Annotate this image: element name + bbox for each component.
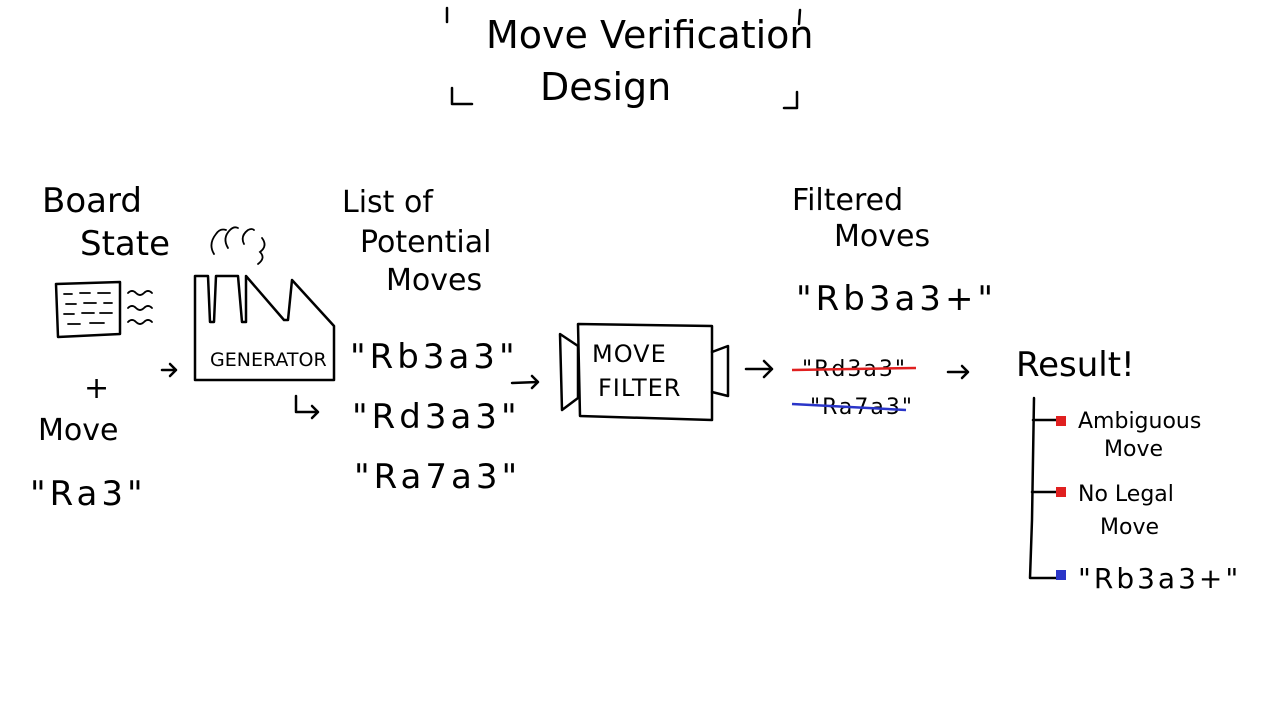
title-bracket-bottom-right	[782, 90, 799, 110]
filter-input-funnel-icon	[558, 332, 580, 412]
arrow-to-result-icon	[946, 364, 970, 380]
arrow-to-filtered-icon	[744, 359, 774, 379]
title-bracket-bottom-left	[450, 86, 474, 106]
result-branch-line1: Ambiguous	[1078, 409, 1201, 434]
filter-output-nozzle-icon	[710, 344, 730, 398]
board-state-group: Board State + Move "Ra3"	[30, 181, 170, 514]
board-state-line1: Board	[42, 181, 142, 221]
potential-move-item: "Rb3a3"	[350, 337, 519, 377]
filter-body-outline	[576, 322, 714, 422]
generator-label: GENERATOR	[210, 349, 327, 371]
square-marker-icon	[1056, 416, 1066, 426]
square-marker-icon	[1056, 487, 1066, 497]
title-bracket-top-right	[797, 8, 802, 26]
move-input-label: Move	[38, 413, 118, 448]
square-marker-icon	[1056, 570, 1066, 580]
potential-move-item: "Rd3a3"	[352, 397, 521, 437]
move-filter-line1: MOVE	[592, 340, 667, 368]
title-group: Move Verification Design	[445, 6, 814, 110]
strike-line-blue	[791, 402, 907, 412]
move-filter-box: MOVE FILTER	[558, 322, 730, 422]
filtered-moves-heading-line1: Filtered	[792, 183, 903, 218]
arrow-to-generator-icon	[160, 362, 178, 378]
result-tree-trunk	[1028, 396, 1058, 580]
title-line2: Design	[540, 65, 671, 109]
board-document-icon	[54, 280, 153, 339]
result-heading: Result!	[1016, 345, 1135, 385]
generator-output-arrow-icon	[294, 394, 320, 420]
result-branch-line2: Move	[1104, 437, 1163, 462]
factory-outline-icon	[193, 274, 336, 382]
arrow-to-filter-icon	[510, 374, 540, 390]
result-branch-line2: Move	[1100, 515, 1159, 540]
filtered-moves-heading-line2: Moves	[834, 219, 930, 254]
filtered-move-kept: "Rb3a3+"	[796, 279, 997, 319]
potential-moves-heading-line3: Moves	[386, 263, 482, 298]
generator-factory: GENERATOR	[193, 226, 336, 420]
potential-move-item: "Ra7a3"	[354, 457, 521, 497]
title-line1: Move Verification	[486, 13, 814, 57]
filtered-moves-group: Filtered Moves "Rb3a3+" "Rd3a3" "Ra7a3"	[791, 183, 997, 420]
result-branch-line1: "Rb3a3+"	[1078, 562, 1241, 595]
result-branch-line1: No Legal	[1078, 482, 1174, 507]
potential-moves-heading-line2: Potential	[360, 225, 491, 260]
plus-sign: +	[84, 371, 109, 406]
smoke-icon	[210, 226, 266, 265]
move-filter-line2: FILTER	[598, 374, 681, 402]
result-group: Result! Ambiguous Move No Legal Move "Rb…	[1016, 345, 1241, 595]
board-state-line2: State	[80, 224, 170, 264]
potential-moves-group: List of Potential Moves "Rb3a3" "Rd3a3" …	[342, 185, 521, 497]
strike-line-red	[791, 366, 917, 372]
potential-moves-heading-line1: List of	[342, 185, 434, 220]
move-input-value: "Ra3"	[30, 474, 147, 514]
